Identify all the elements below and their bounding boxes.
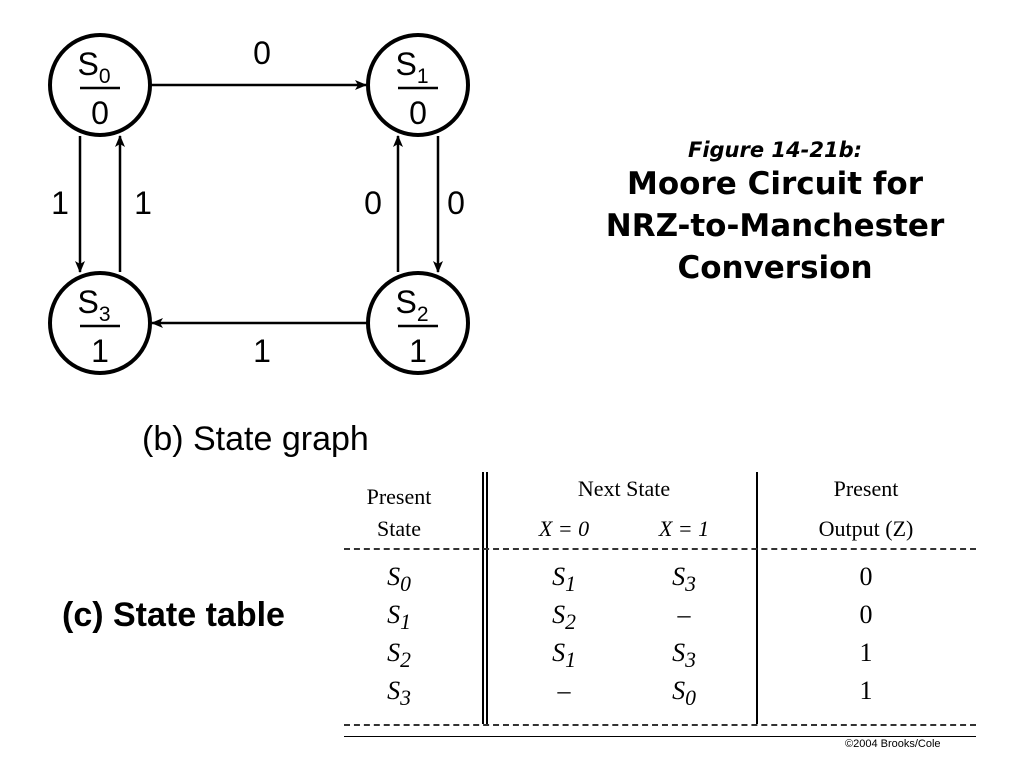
table-double-rule-left bbox=[482, 472, 484, 724]
state-node-s0: S0 0 bbox=[48, 33, 152, 137]
header-x-equals-1: X = 1 bbox=[658, 516, 710, 541]
table-cell-next-x0: S1 bbox=[552, 638, 576, 673]
label-s0-to-s1: 0 bbox=[253, 35, 271, 71]
table-double-rule-right bbox=[486, 472, 488, 724]
state-graph: S0 0 S1 0 S2 1 S3 1 0 1 1 0 0 1 bbox=[48, 33, 470, 375]
table-cell-output: 1 bbox=[859, 676, 873, 705]
header-present-state-1: Present bbox=[366, 484, 432, 509]
header-separator bbox=[344, 548, 976, 550]
svg-text:S1: S1 bbox=[395, 46, 428, 88]
label-s2-to-s3: 1 bbox=[253, 333, 271, 369]
state-table: Present State Next State X = 0 X = 1 Pre… bbox=[344, 470, 984, 740]
svg-text:S3: S3 bbox=[77, 284, 110, 326]
header-present-output-1: Present bbox=[833, 476, 899, 501]
table-bottom-separator bbox=[344, 724, 976, 726]
header-next-state: Next State bbox=[577, 476, 671, 501]
table-cell-next-x0: S2 bbox=[552, 600, 576, 635]
label-s1-to-s2: 0 bbox=[447, 185, 465, 221]
state-output-s0: 0 bbox=[91, 95, 109, 131]
table-cell-present: S3 bbox=[387, 676, 411, 711]
table-rule bbox=[756, 472, 758, 724]
table-cell-next-x1: S0 bbox=[672, 676, 696, 711]
figure-label: Figure 14-21b: bbox=[687, 138, 863, 162]
state-node-s1: S1 0 bbox=[366, 33, 470, 137]
svg-text:S2: S2 bbox=[395, 284, 428, 326]
table-cell-present: S1 bbox=[387, 600, 411, 635]
state-graph-caption: (b) State graph bbox=[142, 420, 369, 458]
table-cell-next-x0: S1 bbox=[552, 562, 576, 597]
table-cell-present: S0 bbox=[387, 562, 411, 597]
table-cell-output: 1 bbox=[859, 638, 873, 667]
state-output-s2: 1 bbox=[409, 333, 427, 369]
figure-title-line-3: Conversion bbox=[677, 250, 873, 286]
table-cell-output: 0 bbox=[859, 600, 873, 629]
table-cell-next-x1: S3 bbox=[672, 562, 696, 597]
state-node-s2: S2 1 bbox=[366, 271, 470, 375]
svg-text:S0: S0 bbox=[77, 46, 110, 88]
figure-heading: Figure 14-21b: Moore Circuit for NRZ-to-… bbox=[560, 138, 990, 288]
label-s0-to-s3: 1 bbox=[51, 185, 69, 221]
header-x-equals-0: X = 0 bbox=[538, 516, 590, 541]
figure-title-line-2: NRZ-to-Manchester bbox=[605, 208, 945, 244]
copyright-notice: ©2004 Brooks/Cole bbox=[845, 738, 941, 750]
table-cell-next-x1: – bbox=[677, 600, 691, 629]
state-node-s3: S3 1 bbox=[48, 271, 152, 375]
state-output-s3: 1 bbox=[91, 333, 109, 369]
header-present-state-2: State bbox=[377, 516, 421, 541]
table-cell-present: S2 bbox=[387, 638, 411, 673]
table-cell-next-x0: – bbox=[557, 676, 571, 705]
state-output-s1: 0 bbox=[409, 95, 427, 131]
label-s3-to-s0: 1 bbox=[134, 185, 152, 221]
table-cell-output: 0 bbox=[859, 562, 873, 591]
header-present-output-2: Output (Z) bbox=[818, 516, 914, 541]
label-s2-to-s1: 0 bbox=[364, 185, 382, 221]
state-table-caption: (c) State table bbox=[62, 596, 285, 634]
table-bottom-rule bbox=[344, 736, 976, 737]
figure-title-line-1: Moore Circuit for bbox=[627, 166, 923, 202]
table-cell-next-x1: S3 bbox=[672, 638, 696, 673]
